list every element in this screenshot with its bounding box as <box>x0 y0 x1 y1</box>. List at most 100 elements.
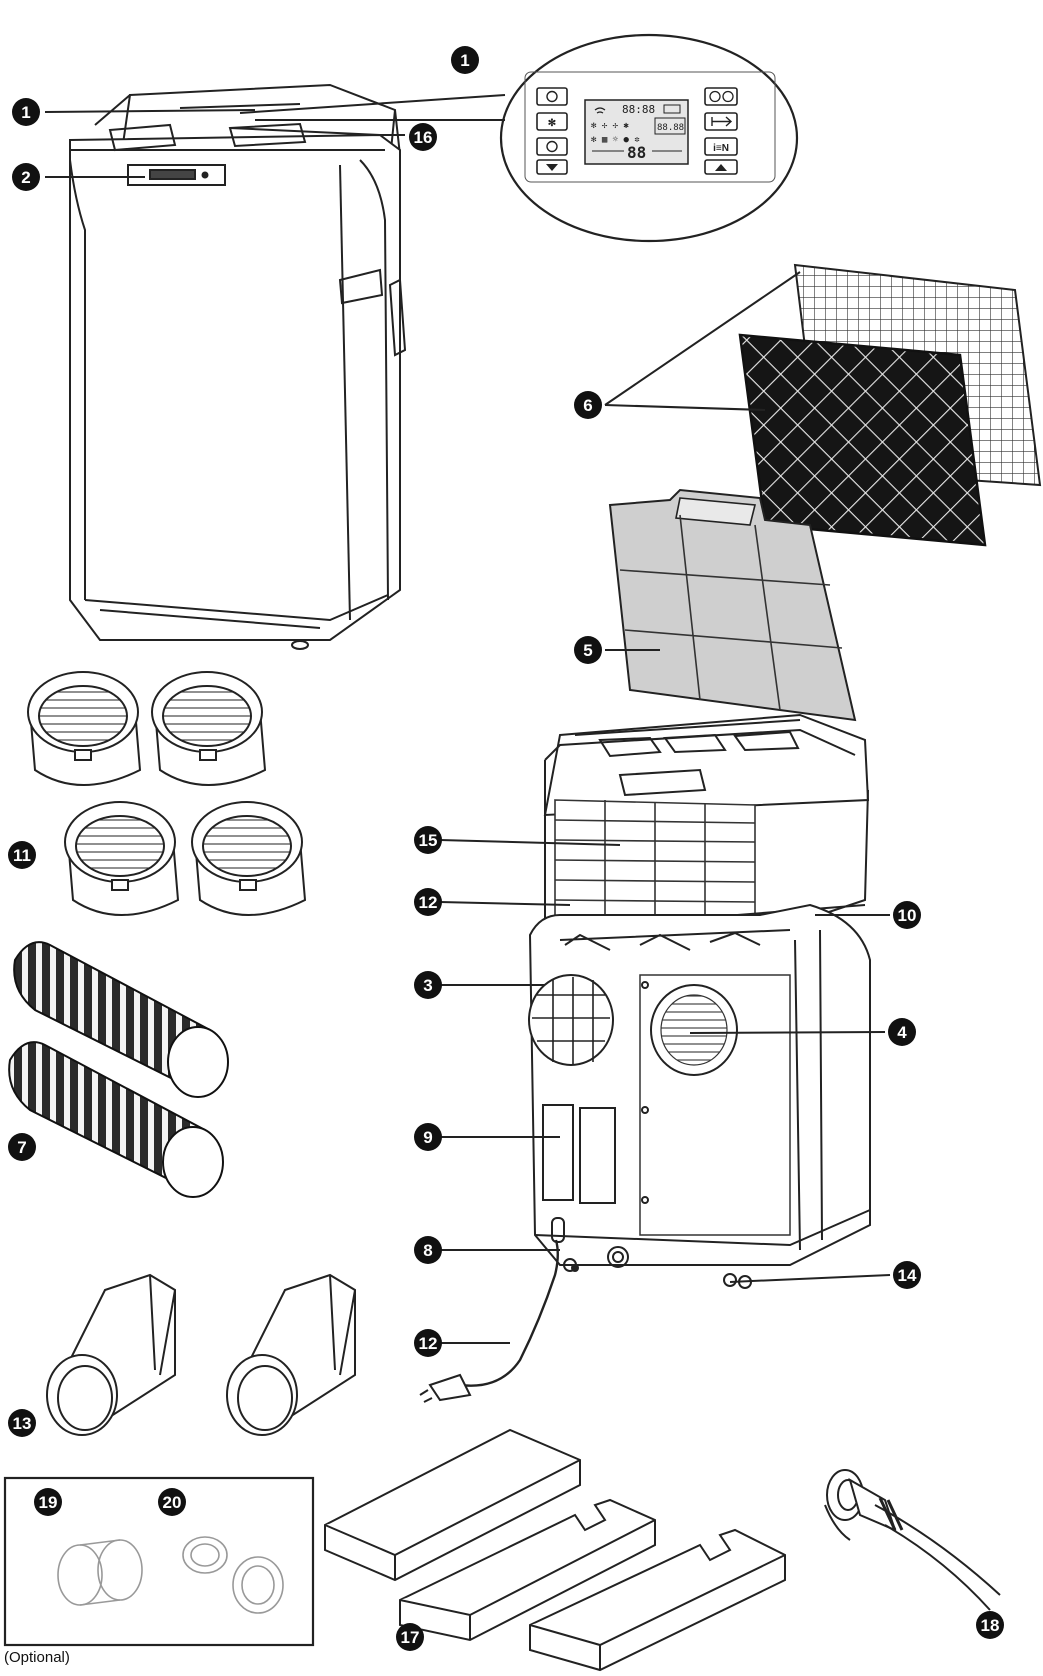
exhaust-hoses <box>8 941 229 1198</box>
ion-button[interactable]: i≡N <box>704 137 738 156</box>
front-filter <box>608 488 857 722</box>
mode-button[interactable] <box>536 137 568 156</box>
filters <box>608 263 1042 722</box>
callout-badge-circle <box>8 1133 36 1161</box>
adapter-4 <box>191 801 307 916</box>
callout-4: 4 <box>888 1018 916 1046</box>
callout-number: 17 <box>401 1628 420 1647</box>
callout-number: 8 <box>423 1241 432 1260</box>
callout-badge-circle <box>451 46 479 74</box>
lcd-display: 88:88 ✻ ✢ ✢ ✱ 88.88 ✻ ▦ ☼ ● ✲ 88 <box>584 99 689 165</box>
lcd-temp-big: 88 <box>627 143 646 162</box>
adapter-2 <box>151 671 267 786</box>
timer-icon <box>709 90 721 103</box>
callout-badge-circle <box>574 636 602 664</box>
callout-12b: 12 <box>414 1329 442 1357</box>
callout-number: 13 <box>13 1414 32 1433</box>
callout-13: 13 <box>8 1409 36 1437</box>
callout-5: 5 <box>574 636 602 664</box>
up-button[interactable] <box>704 159 738 175</box>
callout-number: 7 <box>17 1138 26 1157</box>
timer-button[interactable] <box>704 87 738 106</box>
ion-icon: i≡N <box>713 143 729 154</box>
callout-7: 7 <box>8 1133 36 1161</box>
front-display-window <box>127 164 226 186</box>
callout-6: 6 <box>574 391 602 419</box>
callout-badge-circle <box>409 123 437 151</box>
nozzle-1 <box>46 1273 176 1436</box>
power-icon <box>546 90 558 103</box>
callout-3: 3 <box>414 971 442 999</box>
callout-badge-circle <box>12 98 40 126</box>
mode-icon <box>546 140 558 153</box>
nozzle-2 <box>226 1273 356 1436</box>
callout-badge-circle <box>888 1018 916 1046</box>
callout-10: 10 <box>893 901 921 929</box>
callout-badge-circle <box>396 1623 424 1651</box>
part-19-sketch <box>57 1539 143 1606</box>
callout-16: 16 <box>409 123 437 151</box>
down-arrow-icon <box>546 164 558 171</box>
callout-20: 20 <box>158 1488 186 1516</box>
callout-number: 9 <box>423 1128 432 1147</box>
callout-number: 12 <box>419 1334 438 1353</box>
optional-box <box>3 1476 315 1647</box>
callout-badge-circle <box>414 1236 442 1264</box>
callout-15: 15 <box>414 826 442 854</box>
callout-badge-circle <box>414 888 442 916</box>
callout-number: 2 <box>21 168 30 187</box>
callout-badge-circle <box>414 971 442 999</box>
callout-badge-circle <box>8 841 36 869</box>
callout-badge-circle <box>414 1123 442 1151</box>
adapter-3 <box>64 801 180 916</box>
callout-19: 19 <box>34 1488 62 1516</box>
optional-label: (Optional) <box>4 1649 70 1666</box>
control-panel-zoom: ✻ i≡N 88:8 <box>239 33 799 243</box>
callout-number: 16 <box>414 128 433 147</box>
window-nozzles <box>46 1273 356 1436</box>
callout-number: 5 <box>583 641 592 660</box>
fan-icon: ✻ <box>548 118 556 129</box>
callout-17: 17 <box>396 1623 424 1651</box>
callout-badge-circle <box>574 391 602 419</box>
back-unit <box>419 713 871 1403</box>
callout-number: 3 <box>423 976 432 995</box>
callout-18: 18 <box>976 1611 1004 1639</box>
callout-number: 15 <box>419 831 438 850</box>
callout-8: 8 <box>414 1236 442 1264</box>
callout-number: 19 <box>39 1493 58 1512</box>
callout-badge-circle <box>893 1261 921 1289</box>
callout-number: 10 <box>898 906 917 925</box>
callout-badge-circle <box>158 1488 186 1516</box>
front-unit <box>69 83 407 650</box>
svg-text:✻ ✢ ✢ ✱: ✻ ✢ ✢ ✱ <box>591 121 630 131</box>
down-button[interactable] <box>536 159 568 175</box>
callout-badge-circle <box>8 1409 36 1437</box>
callout-2: 2 <box>12 163 40 191</box>
hose-adapters <box>27 671 307 916</box>
adapter-1 <box>27 671 142 786</box>
callout-number: 1 <box>460 51 469 70</box>
power-button[interactable] <box>536 87 568 106</box>
callout-badge-circle <box>12 163 40 191</box>
carbon-filter <box>738 333 987 547</box>
callout-9: 9 <box>414 1123 442 1151</box>
swing-icon <box>711 116 733 127</box>
callout-1: 1 <box>451 46 479 74</box>
callout-1b: 1 <box>12 98 40 126</box>
lcd-temp-small: 88.88 <box>657 123 684 133</box>
callout-number: 18 <box>981 1616 1000 1635</box>
callout-number: 4 <box>897 1023 907 1042</box>
callout-14: 14 <box>893 1261 921 1289</box>
lcd-time: 88:88 <box>622 103 655 116</box>
svg-text:✻ ▦ ☼ ● ✲: ✻ ▦ ☼ ● ✲ <box>591 135 640 145</box>
swing-button[interactable] <box>704 112 738 131</box>
callout-number: 20 <box>163 1493 182 1512</box>
callout-badge-circle <box>414 826 442 854</box>
callout-badge-circle <box>34 1488 62 1516</box>
fan-button[interactable]: ✻ <box>536 112 568 131</box>
callout-number: 6 <box>583 396 592 415</box>
wifi-icon <box>594 107 606 114</box>
